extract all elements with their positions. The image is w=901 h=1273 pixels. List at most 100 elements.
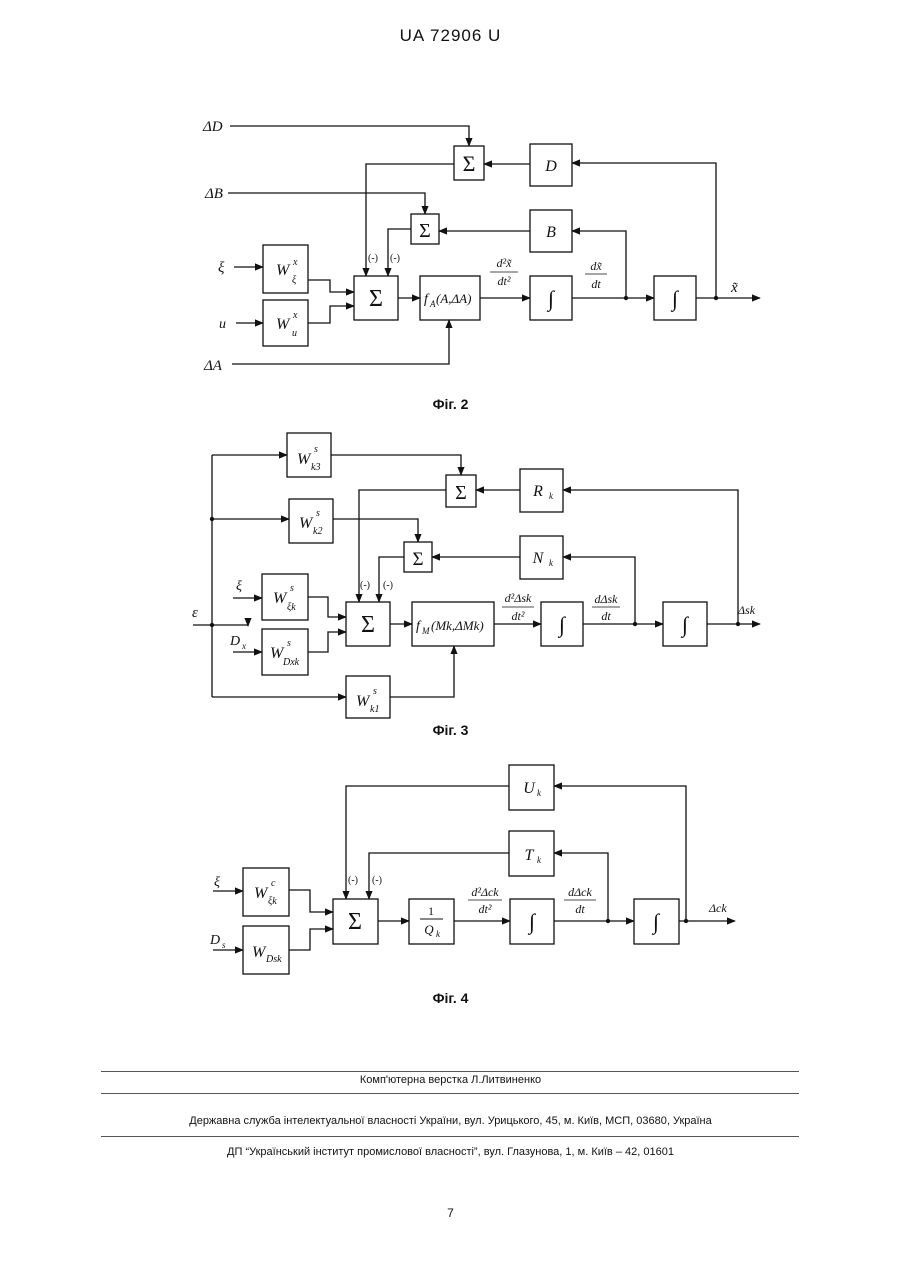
fig2-sign-right: (-) [390, 253, 400, 264]
fig3-n-sub: k [549, 558, 554, 568]
figure-3-diagram: ε ξ D x W s k3 W s k2 W s ξk W s Dxk W s… [0, 425, 901, 725]
fig4-frac-den: Q [424, 922, 434, 937]
fig4-second-deriv-den: dt² [479, 902, 492, 916]
fig4-frac-num: 1 [428, 904, 434, 918]
fig2-label-u: u [219, 317, 226, 332]
fig4-first-deriv-num: dΔck [568, 885, 592, 899]
fig3-sum-mid-symbol: Σ [412, 549, 423, 570]
fig2-int-1-symbol: ∫ [546, 286, 556, 312]
fig4-sign-left: (-) [348, 875, 358, 886]
fig3-r-sub: k [549, 491, 554, 501]
fig3-n-label: N [532, 550, 545, 567]
fig2-d-label: D [544, 158, 557, 175]
fig3-f-args: (Mk,ΔMk) [431, 618, 484, 633]
fig3-sign-right: (-) [383, 580, 393, 591]
fig2-second-deriv-den: dt² [498, 274, 511, 288]
fig2-sign-left: (-) [368, 253, 378, 264]
fig2-sum-top-symbol: Σ [463, 151, 476, 176]
fig3-second-deriv-num: d²Δsk [505, 591, 532, 605]
fig3-w-k1-sup: s [373, 686, 377, 697]
fig3-w-dxk-sup: s [287, 638, 291, 649]
fig3-label-xi: ξ [236, 579, 242, 594]
page-number: 7 [0, 1206, 901, 1220]
fig4-u-label: U [523, 780, 536, 797]
fig3-sum-top-symbol: Σ [455, 482, 467, 504]
fig4-w-dsk-sub: Dsk [265, 954, 282, 965]
fig3-int-2-symbol: ∫ [680, 612, 690, 638]
footer-institute: ДП “Український інститут промислової вла… [0, 1146, 901, 1158]
fig3-sum-main-symbol: Σ [361, 612, 375, 638]
fig2-label-delta-d: ΔD [202, 119, 223, 135]
fig4-u-sub: k [537, 788, 542, 798]
fig4-t-sub: k [537, 855, 542, 865]
fig2-b-label: B [546, 224, 556, 241]
figure-2-caption: Фіг. 2 [0, 396, 901, 412]
fig2-w-u-sup: x [292, 310, 298, 321]
fig3-w-dxk-sub: Dxk [282, 657, 300, 668]
fig2-sum-main-symbol: Σ [369, 286, 383, 312]
fig4-int-2-symbol: ∫ [651, 909, 661, 935]
fig3-w-k3-sub: k3 [311, 462, 320, 473]
fig2-w-xi-sub: ξ [292, 275, 297, 286]
figure-4-diagram: ξ D s W c ξk W Dsk Σ U k T k 1 Q k ∫ ∫ d… [0, 755, 901, 980]
fig3-label-dx-sub: x [241, 641, 246, 651]
fig4-w-dsk [243, 926, 289, 974]
fig2-second-deriv-num: d²x̃ [497, 256, 513, 270]
fig4-label-xi: ξ [214, 875, 220, 890]
fig2-int-2-symbol: ∫ [670, 286, 680, 312]
fig3-w-xik-label: W [273, 590, 288, 607]
fig2-sum-mid-symbol: Σ [419, 220, 431, 242]
fig4-t-label: T [525, 847, 535, 864]
fig4-frac-den-sub: k [436, 929, 441, 939]
fig3-int-1-symbol: ∫ [557, 612, 567, 638]
fig3-w-k1-sub: k1 [370, 704, 379, 715]
fig2-w-u-sub: u [292, 328, 297, 339]
fig4-w-xik-sub: ξk [268, 896, 277, 907]
fig2-first-deriv-num: dx̃ [590, 259, 602, 273]
fig3-w-k2-sub: k2 [313, 526, 322, 537]
fig3-w-xik-sup: s [290, 583, 294, 594]
fig4-int-1-symbol: ∫ [527, 909, 537, 935]
figure-4-caption: Фіг. 4 [0, 990, 901, 1006]
fig3-w-xik-sub: ξk [287, 602, 296, 613]
fig3-w-k2-label: W [299, 515, 314, 532]
fig4-sign-right: (-) [372, 875, 382, 886]
fig4-second-deriv-num: d²Δck [471, 885, 499, 899]
fig3-first-deriv-num: dΔsk [594, 592, 618, 606]
fig4-label-ds: D [209, 933, 220, 948]
figure-2-diagram: ΔD ΔB ξ u ΔA Σ Σ Σ D B W x ξ W x u f A (… [0, 105, 901, 385]
fig3-w-k3-label: W [297, 451, 312, 468]
fig3-r-label: R [532, 483, 543, 500]
fig3-label-epsilon: ε [192, 605, 198, 621]
fig4-first-deriv-den: dt [575, 902, 585, 916]
footer-rule-bottom [101, 1136, 799, 1137]
fig3-w-k1-label: W [356, 693, 371, 710]
fig3-output-label: Δsk [737, 603, 756, 617]
fig3-w-k2-sup: s [316, 508, 320, 519]
fig4-output-label: Δck [708, 901, 727, 915]
footer-rule-mid [101, 1093, 799, 1094]
footer-rule-top [101, 1071, 799, 1072]
figure-3-caption: Фіг. 3 [0, 722, 901, 738]
footer-typesetter: Комп'ютерна верстка Л.Литвиненко [0, 1074, 901, 1086]
fig2-w-xi-label: W [276, 262, 291, 279]
fig3-first-deriv-den: dt [601, 609, 611, 623]
fig3-w-dxk [262, 629, 308, 675]
footer-agency: Державна служба інтелектуальної власност… [0, 1115, 901, 1127]
document-id: UA 72906 U [0, 26, 901, 46]
fig2-f-args: (A,ΔA) [436, 291, 471, 306]
fig2-f-sub: A [429, 299, 436, 309]
fig2-label-delta-b: ΔB [204, 186, 223, 202]
fig4-sum-symbol: Σ [348, 909, 362, 935]
fig4-w-xik-label: W [254, 885, 269, 902]
fig2-output-label: x̃ [730, 280, 738, 296]
fig2-w-xi-sup: x [292, 257, 298, 268]
fig4-w-xik-sup: c [271, 878, 276, 889]
fig2-w-u-label: W [276, 316, 291, 333]
fig3-sign-left: (-) [360, 580, 370, 591]
fig3-w-k3-sup: s [314, 444, 318, 455]
fig2-first-deriv-den: dt [591, 277, 601, 291]
fig4-w-dsk-label: W [252, 944, 267, 961]
fig3-second-deriv-den: dt² [512, 609, 525, 623]
